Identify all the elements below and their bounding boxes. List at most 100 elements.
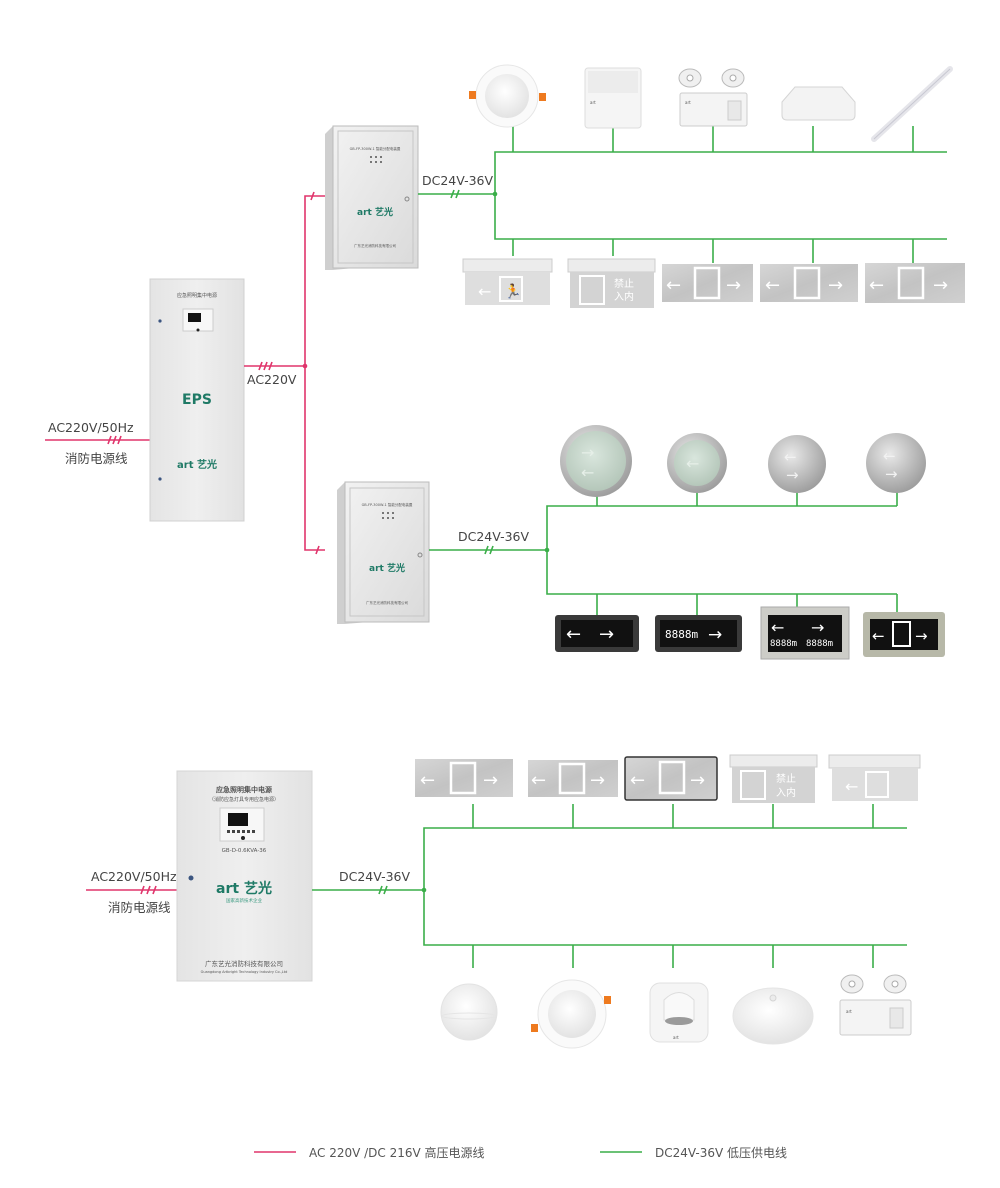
svg-text:←: ← [686, 454, 699, 473]
floor-sign-round-large: → ← [560, 425, 632, 497]
box-brand-logo: art 艺光 [357, 206, 393, 218]
floor-sign-exit: ← → [863, 612, 945, 657]
svg-text:←: ← [581, 463, 594, 482]
floor-sign-bidirectional: ← → [555, 615, 639, 652]
wall-emergency-light: art [584, 67, 642, 129]
input-voltage-label-top: AC220V/50Hz [48, 420, 134, 435]
svg-text:←: ← [872, 627, 885, 645]
central-power-tagline: 国家高新技术企业 [226, 897, 262, 904]
svg-text:→: → [915, 627, 928, 645]
exit-sign-bidirectional-framed: ← → [624, 756, 718, 801]
svg-text:→: → [828, 275, 843, 296]
junction-dot [302, 363, 308, 369]
input-line-top [45, 435, 150, 445]
trunk-voltage-label: AC220V [247, 372, 297, 387]
box-company: 广东艺光消防科技有限公司 [354, 243, 396, 248]
svg-text:🏃: 🏃 [504, 283, 521, 300]
linear-tube-light [871, 66, 953, 142]
legend-item-high-voltage: AC 220V /DC 216V 高压电源线 [254, 1145, 485, 1160]
svg-text:←: ← [883, 447, 896, 465]
exit-sign-bidirectional-2: ← → [760, 264, 858, 302]
floor-sign-round-left: ← [667, 433, 727, 493]
svg-text:←: ← [630, 770, 645, 791]
svg-text:←: ← [869, 275, 884, 296]
legend-item-low-voltage: DC24V-36V 低压供电线 [600, 1146, 787, 1160]
legend: AC 220V /DC 216V 高压电源线 DC24V-36V 低压供电线 [254, 1145, 787, 1160]
input-line-bottom [86, 885, 177, 895]
svg-text:←: ← [765, 275, 780, 296]
twin-head-emergency-light-bottom: art [839, 974, 912, 1036]
svg-text:→: → [581, 443, 594, 462]
svg-text:→: → [726, 275, 741, 296]
eps-panel-title: 应急照明集中电源 [177, 292, 217, 299]
floor-sign-steel-1: ← → [768, 435, 826, 493]
box-model-label: GB-FP-300W-1 智能分配电装置 [350, 146, 401, 151]
dc-output-bottom [312, 804, 907, 968]
exit-sign-bidirectional-b: ← → [528, 760, 618, 797]
hanging-no-entry-sign: 禁止 入内 [567, 258, 656, 308]
distance-readout: 8888m [806, 639, 833, 649]
box-model-label: GB-FP-300W-1 智能分配电装置 [362, 502, 413, 507]
eps-display-screen [188, 313, 201, 322]
box-company: 广东艺光消防科技有限公司 [366, 600, 408, 605]
svg-text:←: ← [666, 275, 681, 296]
svg-text:→: → [690, 770, 705, 791]
hanging-no-entry-sign: 禁止 入内 [729, 754, 818, 803]
round-ceiling-light [732, 987, 814, 1045]
box-brand-logo: art 艺光 [369, 562, 405, 574]
dc-output-lower [429, 487, 898, 615]
svg-text:→: → [708, 625, 722, 645]
exit-sign-bidirectional-3: ← → [865, 263, 965, 303]
distribution-box-upper: GB-FP-300W-1 智能分配电装置 art 艺光 广东艺光消防科技有限公司 [325, 125, 419, 270]
eps-brand-logo: art 艺光 [177, 458, 217, 471]
dc-output-upper [418, 126, 947, 263]
svg-text:←: ← [784, 448, 797, 466]
exit-sign-bidirectional-a: ← → [415, 759, 513, 797]
dc-output-label-lower: DC24V-36V [458, 529, 529, 544]
central-power-company-en: Guangdong Artbright Technology Industry … [201, 970, 288, 974]
square-wall-light: art [649, 982, 709, 1043]
dc-output-label-bottom: DC24V-36V [339, 869, 410, 884]
legend-label-high-voltage: AC 220V /DC 216V 高压电源线 [309, 1145, 485, 1160]
input-voltage-label-bottom: AC220V/50Hz [91, 869, 177, 884]
svg-text:→: → [885, 465, 898, 483]
no-entry-text-1: 禁止 [614, 278, 634, 290]
floor-sign-steel-2: ← → [866, 433, 926, 493]
hanging-exit-sign-left: ← [828, 754, 921, 801]
svg-text:art: art [590, 100, 596, 105]
dome-light [440, 983, 498, 1041]
recessed-downlight-bottom [531, 979, 611, 1049]
svg-text:→: → [483, 770, 498, 791]
svg-text:←: ← [478, 282, 491, 301]
central-power-brand: art 艺光 [216, 880, 272, 897]
central-power-model: GB-D-0.6KVA-36 [222, 848, 267, 854]
svg-text:→: → [590, 770, 605, 791]
no-entry-text-2: 入内 [776, 786, 796, 799]
svg-text:art: art [673, 1035, 679, 1040]
input-source-label-top: 消防电源线 [65, 451, 128, 466]
svg-text:art: art [685, 100, 691, 105]
eps-label: EPS [182, 392, 212, 408]
svg-text:→: → [933, 275, 948, 296]
floor-sign-distance: 8888m → [655, 615, 742, 652]
central-power-subtitle: （消防应急灯具专用应急电源） [209, 796, 279, 803]
no-entry-text-1: 禁止 [776, 773, 796, 785]
svg-text:←: ← [845, 777, 858, 796]
svg-text:→: → [786, 466, 799, 484]
eps-cabinet: 应急照明集中电源 EPS art 艺光 [149, 278, 245, 522]
exit-sign-bidirectional-1: ← → [662, 264, 753, 302]
central-power-company: 广东艺光消防科技有限公司 [205, 959, 283, 968]
legend-label-low-voltage: DC24V-36V 低压供电线 [655, 1146, 787, 1160]
svg-text:art: art [846, 1009, 852, 1014]
dc-output-label-upper: DC24V-36V [422, 173, 493, 188]
central-power-display [228, 813, 248, 826]
ceiling-box-light [781, 86, 856, 121]
three-phase-marker [107, 435, 122, 445]
recessed-downlight [469, 64, 546, 128]
svg-text:→: → [599, 624, 614, 645]
svg-text:←: ← [531, 770, 546, 791]
hanging-exit-sign-left: ← 🏃 [462, 258, 553, 305]
twin-head-emergency-light: art [678, 68, 748, 127]
svg-text:←: ← [566, 624, 581, 645]
